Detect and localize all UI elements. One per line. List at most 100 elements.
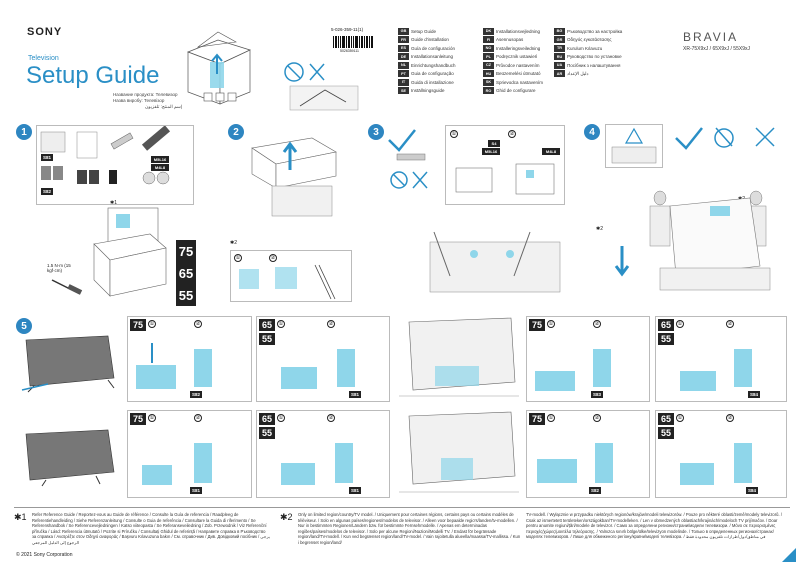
size-55-badge: 55	[658, 333, 674, 345]
substep-1: ①	[676, 414, 684, 422]
stand-assembly-panel: ① ② S4 M5L16 M4L8	[445, 125, 565, 205]
substep-2: ②	[194, 320, 202, 328]
stand-75-panel: 75 ① ② S82	[127, 316, 252, 402]
step-5-number: 5	[16, 318, 32, 334]
warning-triangle-icon	[611, 127, 657, 164]
size-75-badge: 75	[130, 319, 146, 331]
stand-attach-illustration	[429, 231, 561, 293]
substep-2: ②	[726, 414, 734, 422]
substep-2: ②	[508, 130, 516, 138]
model-numbers: XR-75X9xJ / 65X9xJ / 55X9xJ	[683, 46, 750, 52]
step-1-number: 1	[16, 124, 32, 140]
star2-mark: ✱2	[596, 226, 603, 232]
stand-65-55-panel-row2: 65 55 ① ② S81	[256, 410, 390, 498]
strap-removal-panel: ① ②	[230, 250, 352, 302]
size-65-badge: 65	[658, 413, 674, 425]
screw-badge-m4l8: M4L8	[542, 148, 560, 155]
copyright: © 2021 Sony Corporation	[16, 552, 73, 558]
star1-mark: ✱1	[110, 200, 117, 206]
leg-attach-illustration	[680, 349, 752, 391]
footnote-1-mark: ✱1	[14, 512, 27, 522]
substep-2: ②	[593, 414, 601, 422]
barcode	[333, 36, 373, 48]
footnote-2-mark: ✱2	[280, 512, 293, 522]
stand-75-panel-row2: 75 ① ② S81	[127, 410, 252, 498]
screw-badge-s4: S4	[488, 140, 500, 147]
footer-divider	[14, 507, 790, 508]
bravia-logo: BRAVIA	[683, 30, 739, 44]
sony-logo: SONY	[27, 26, 63, 38]
size-75-badge: 75	[176, 240, 196, 262]
substep-1: ①	[547, 414, 555, 422]
substep-1: ①	[450, 130, 458, 138]
tv-back-with-stand-illustration	[399, 317, 519, 397]
subtitle-ru: Название продукта: Телевизор	[113, 92, 178, 97]
no-carry-icon	[284, 62, 359, 111]
substep-2: ②	[269, 254, 277, 262]
screw-badge-s81: S81	[349, 487, 361, 494]
stand-illustration	[455, 163, 555, 195]
stand-65-55-panel: 65 55 ① ② S81	[256, 316, 390, 402]
screw-badge-s84: S84	[746, 487, 758, 494]
footnote-2: Only on limited region/country/TV model.…	[298, 512, 521, 545]
leg-attach-illustration	[142, 443, 212, 485]
part-number: 5-026-359-11(1)	[331, 27, 364, 32]
warning-panel	[280, 56, 368, 114]
substep-2: ②	[327, 414, 335, 422]
substep-1: ①	[676, 320, 684, 328]
leg-attach-illustration	[281, 443, 353, 485]
size-75-badge: 75	[529, 413, 545, 425]
substep-1: ①	[547, 320, 555, 328]
substep-1: ①	[277, 414, 285, 422]
substep-1: ①	[277, 320, 285, 328]
substep-2: ②	[726, 320, 734, 328]
leg-attach-illustration	[281, 349, 355, 389]
subtitle-ar: إسم المنتج: تلفزيون	[145, 104, 182, 109]
category-label: Television	[28, 55, 59, 62]
placement-check-icons	[388, 129, 428, 189]
substep-2: ②	[194, 414, 202, 422]
size-65-badge: 65	[176, 262, 196, 284]
screw-badge-m4l8: M4L8	[151, 164, 169, 171]
footnote-3: TV-modell. / Wyłącznie w przypadku niekt…	[526, 512, 782, 539]
size-55-badge: 55	[259, 427, 275, 439]
screwdriver-icon	[51, 279, 83, 295]
substep-2: ②	[593, 320, 601, 328]
size-65-badge: 65	[259, 319, 275, 331]
star2-mark: ✱2	[230, 240, 237, 246]
leg-attach-illustration	[535, 349, 611, 391]
leg-attach-illustration	[537, 443, 613, 483]
page-title: Setup Guide	[26, 62, 160, 89]
screw-badge-s84: S84	[748, 391, 760, 398]
substep-1: ①	[148, 414, 156, 422]
accessories-illustration	[40, 126, 171, 185]
tv-back-with-stand-illustration	[399, 411, 519, 493]
size-75-badge: 75	[130, 413, 146, 425]
screw-badge-s81: S81	[190, 487, 202, 494]
substep-1: ①	[234, 254, 242, 262]
size-65-badge: 65	[658, 319, 674, 331]
people-lift-tv-illustration	[614, 190, 771, 291]
step-3-number: 3	[368, 124, 384, 140]
lift-box-illustration	[251, 137, 337, 217]
